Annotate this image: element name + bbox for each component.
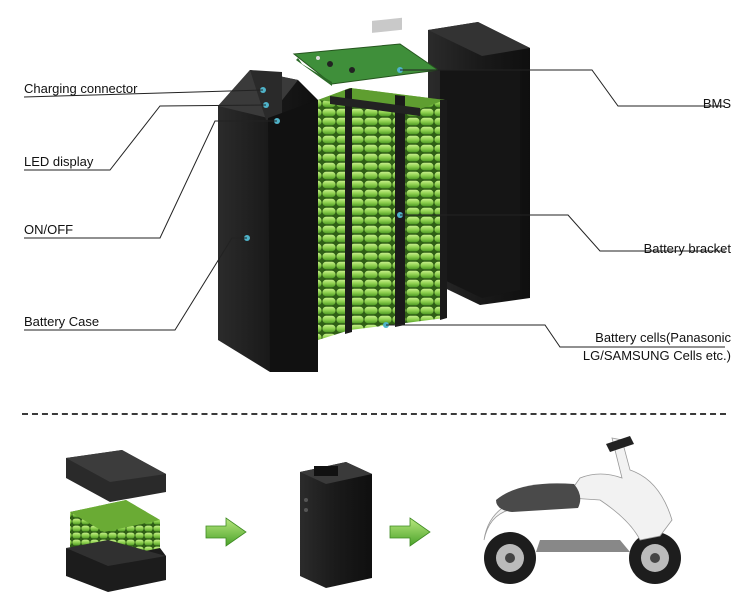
green-arrow-icon bbox=[389, 517, 431, 547]
small-exploded-pack bbox=[66, 450, 166, 592]
label-charging-connector: Charging connector bbox=[24, 81, 138, 96]
dashed-divider bbox=[22, 413, 726, 415]
label-battery-cells-line1: Battery cells(Panasonic bbox=[595, 330, 731, 345]
label-battery-bracket: Battery bracket bbox=[643, 241, 731, 256]
assembled-battery bbox=[300, 462, 372, 588]
label-on-off: ON/OFF bbox=[24, 222, 74, 237]
back-case-shell bbox=[428, 22, 530, 305]
battery-cell-pack bbox=[318, 88, 445, 340]
label-led-display: LED display bbox=[24, 154, 94, 169]
front-case-shell bbox=[218, 70, 318, 372]
label-battery-case: Battery Case bbox=[24, 314, 100, 329]
label-battery-cells-line2: LG/SAMSUNG Cells etc.) bbox=[582, 348, 731, 363]
label-bms: BMS bbox=[702, 96, 731, 111]
battery-bracket bbox=[330, 88, 447, 334]
electric-scooter bbox=[483, 436, 681, 584]
leader-lines bbox=[23, 69, 725, 348]
green-arrow-icon bbox=[205, 517, 247, 547]
bms-board bbox=[292, 17, 440, 86]
